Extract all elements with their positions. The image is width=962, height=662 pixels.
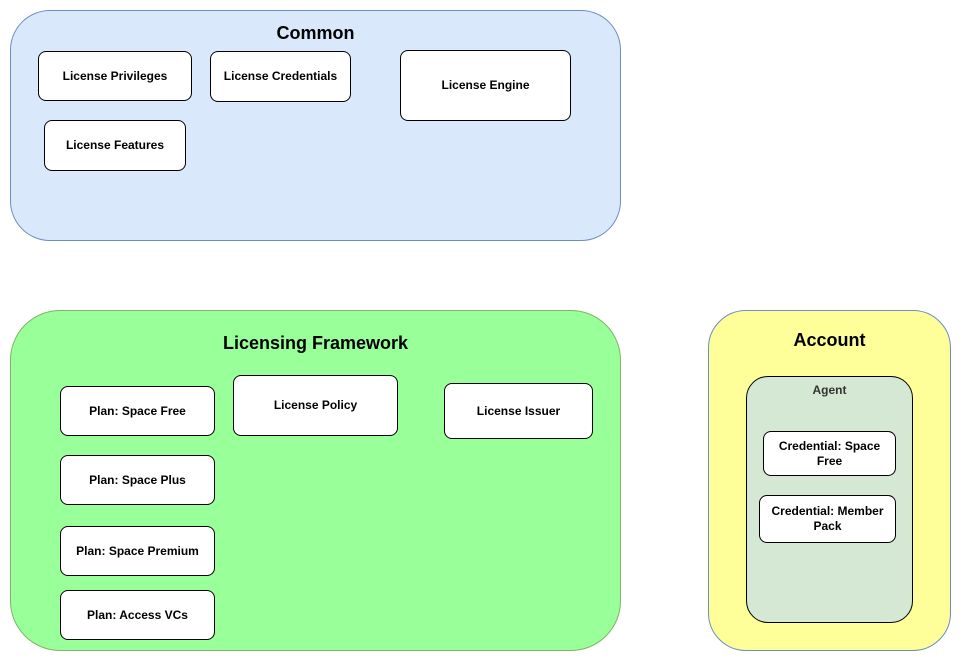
license-policy-node[interactable]: License Policy bbox=[233, 375, 398, 436]
licensing-framework-title: Licensing Framework bbox=[222, 333, 409, 353]
license-engine-node[interactable]: License Engine bbox=[400, 50, 571, 121]
license-privileges-node[interactable]: License Privileges bbox=[38, 51, 192, 101]
agent-title: Agent bbox=[812, 383, 847, 397]
plan-space-premium-node[interactable]: Plan: Space Premium bbox=[60, 526, 215, 576]
credential-member-pack-node[interactable]: Credential: Member Pack bbox=[759, 495, 896, 543]
plan-access-vcs-node[interactable]: Plan: Access VCs bbox=[60, 590, 215, 640]
credential-space-free-node[interactable]: Credential: Space Free bbox=[763, 431, 896, 476]
account-title: Account bbox=[793, 330, 866, 350]
plan-space-plus-node[interactable]: Plan: Space Plus bbox=[60, 455, 215, 505]
license-features-node[interactable]: License Features bbox=[44, 120, 186, 171]
common-title: Common bbox=[276, 23, 355, 43]
license-credentials-node[interactable]: License Credentials bbox=[210, 51, 351, 102]
license-issuer-node[interactable]: License Issuer bbox=[444, 383, 593, 439]
plan-space-free-node[interactable]: Plan: Space Free bbox=[60, 386, 215, 436]
